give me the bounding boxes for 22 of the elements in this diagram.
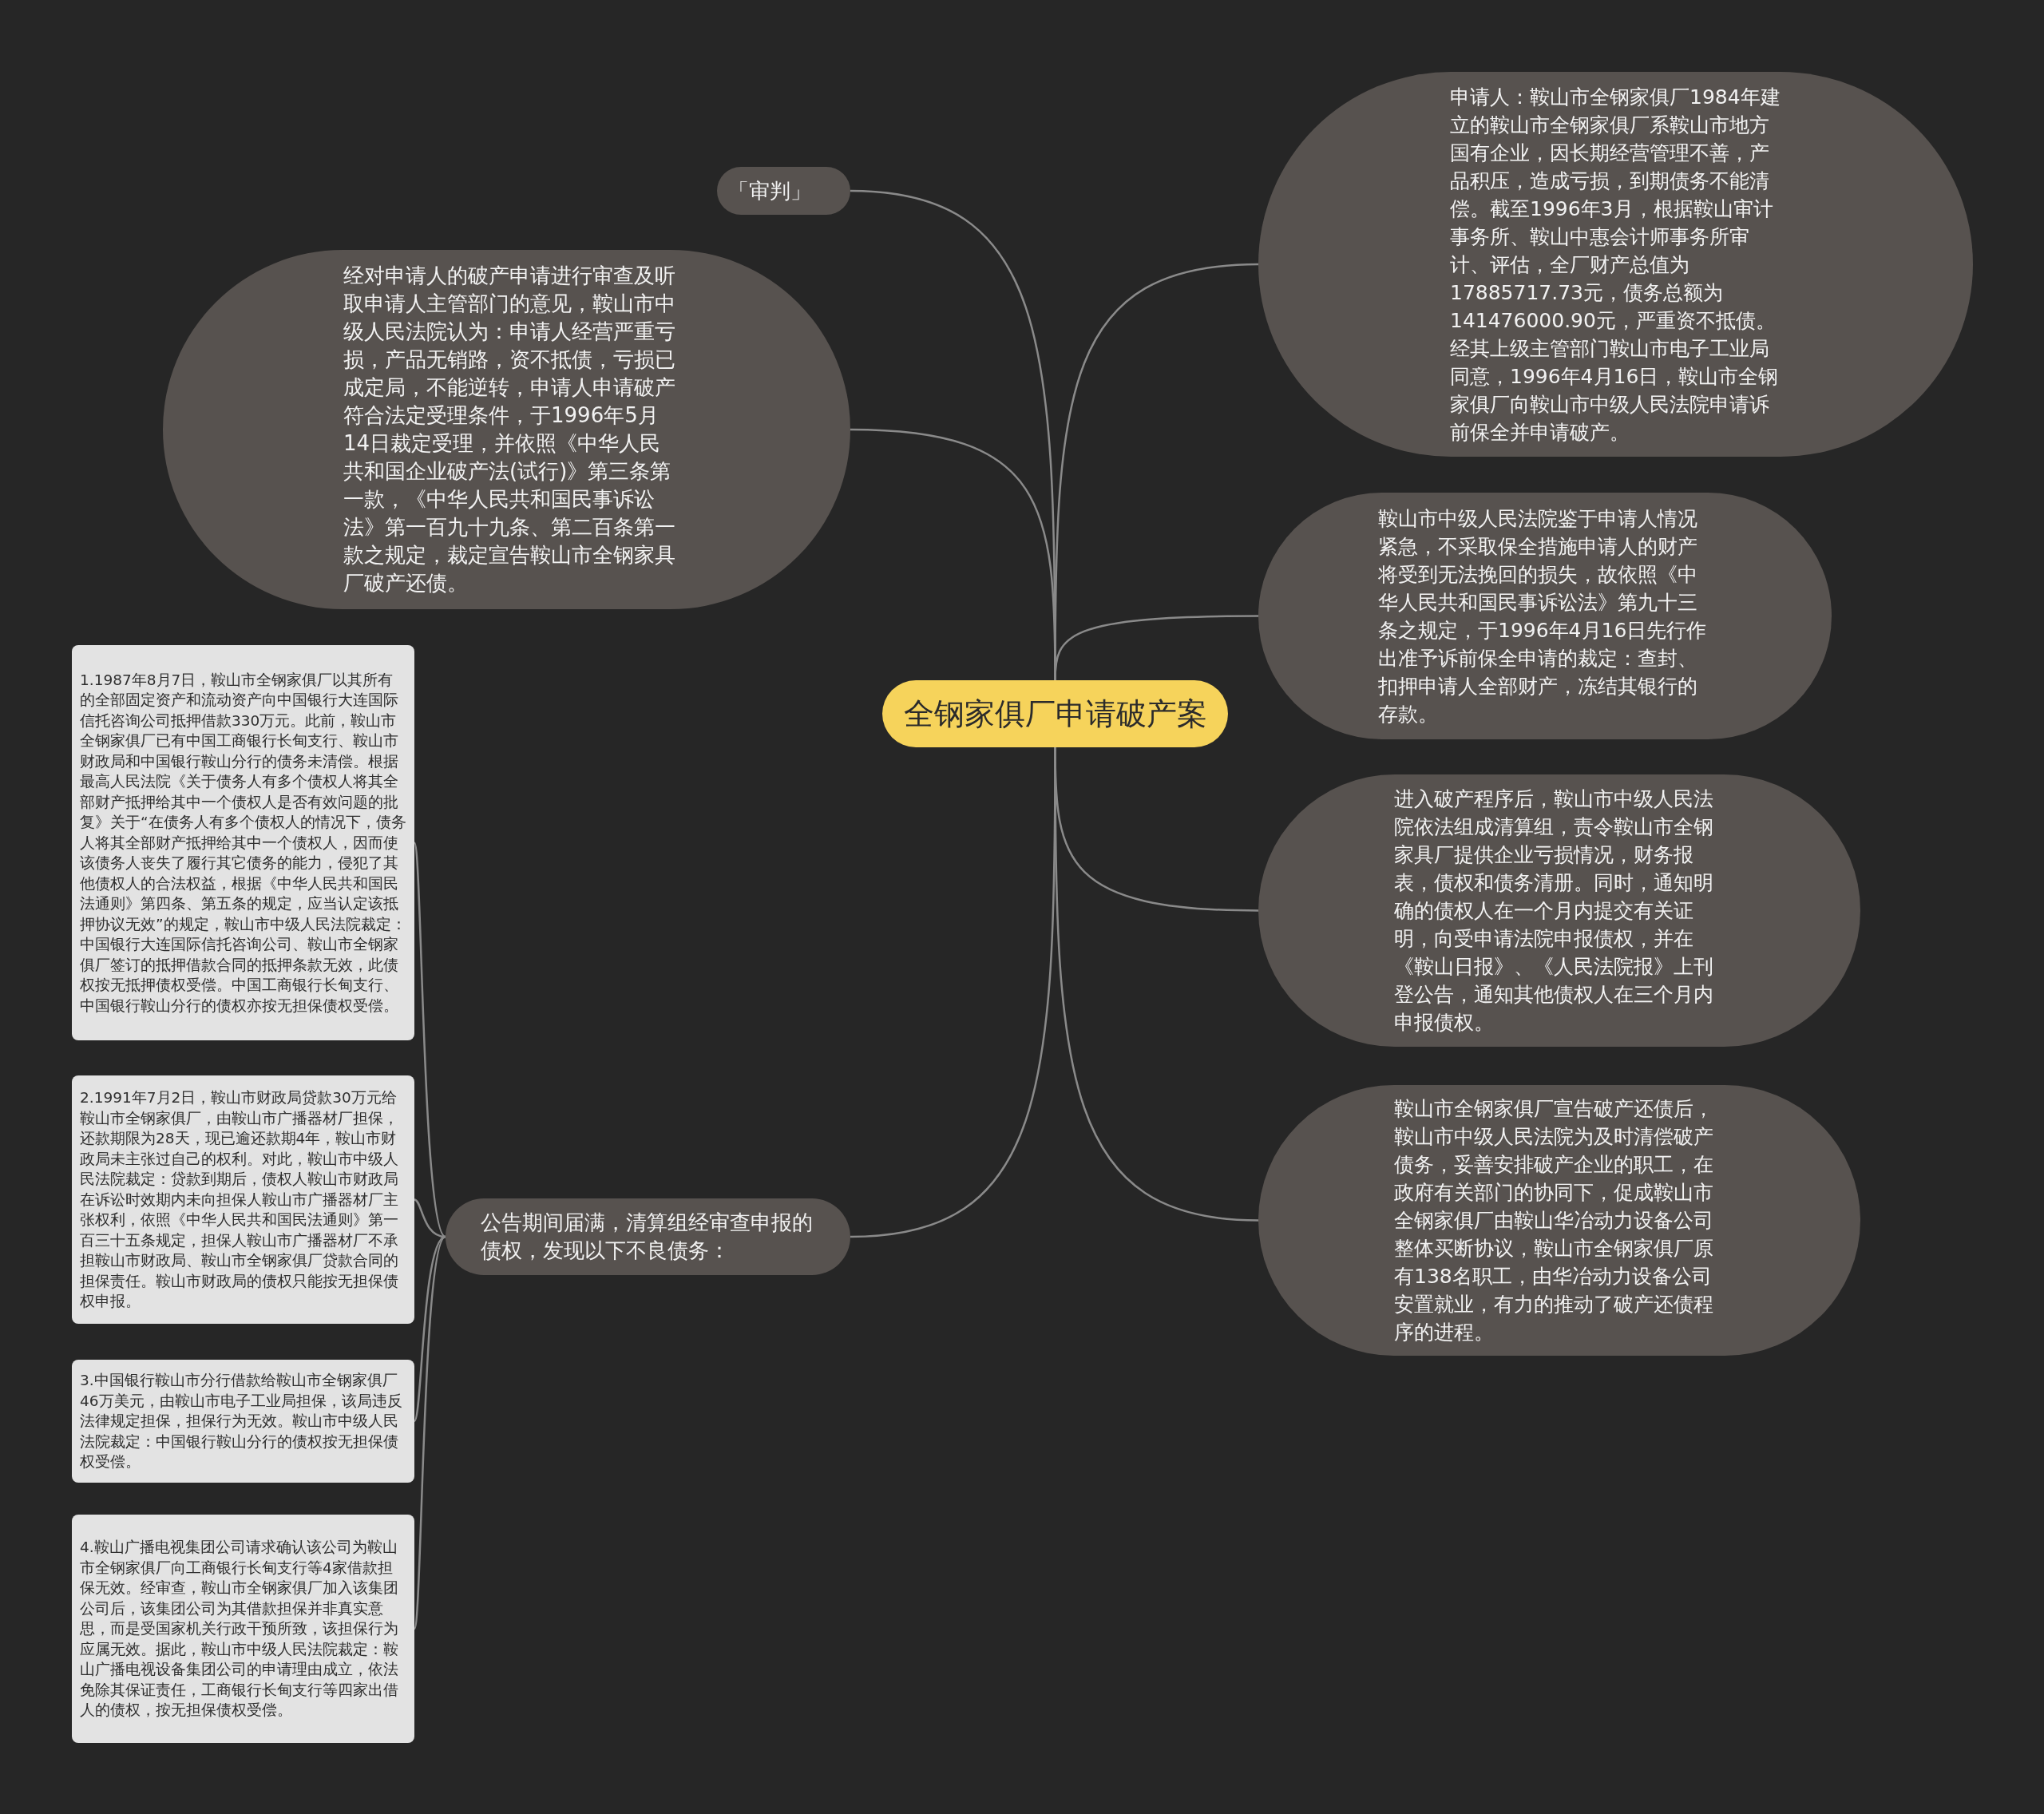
topic-bubble xyxy=(717,167,850,215)
topic-text: 3.中国银行鞍山市分行借款给鞍山市全钢家俱厂46万美元，由鞍山市电子工业局担保，该局违反法律规定担保，担保行为无效。鞍山市中级人民法院裁定：中国银行鞍山分行的债权按无担保债权受偿。 xyxy=(80,1371,403,1472)
topic-text: 1.1987年8月7日，鞍山市全钢家俱厂以其所有的全部固定资产和流动资产向中国银行大连国际信托咨询公司抵押借款330万元。此前，鞍山市全钢家俱厂已有中国工商银行长甸支行、鞍山市财政局和中国银行鞍山分行的债务未清偿。根据最高人民法院《关于债务人有多个债权人将其全部财产抵押给其中一个债权人是否有效问题的批复》关于“在债务人有多个债权人的情况下，债务人将其全部财产抵押给其中一个债权人，因而使该债务人丧失了履行其它债务的能力，侵犯了其他债权人的合法权益，根据《中华人民共和国民法通则》第四条、第五条的规定，应当认定该抵押协议无效”的规定，鞍山市中级人民法院裁定：中国银行大连国际信托咨询公司、鞍山市全钢家俱厂签订的抵押借款合同的抵押条款无效，此债权按无抵押债权受偿。中国工商银行长甸支行、中国银行鞍山分行的债权亦按无担保债权受偿。 xyxy=(80,670,406,1016)
note-card xyxy=(72,1360,414,1483)
note-card xyxy=(72,1075,414,1324)
topic-text: 鞍山市中级人民法院鉴于申请人情况紧急，不采取保全措施申请人的财产将受到无法挽回的损失，故依照《中华人民共和国民事诉讼法》第九十三条之规定，于1996年4月16日先行作出准予诉前保全申请的裁定：查封、扣押申请人全部财产，冻结其银行的存款。 xyxy=(1378,505,1708,727)
connector-line xyxy=(1054,615,1258,681)
connector-line xyxy=(413,842,447,1238)
topic-text: 4.鞍山广播电视集团公司请求确认该公司为鞍山市全钢家俱厂向工商银行长甸支行等4家借款担保无效。经审查，鞍山市全钢家俱厂加入该集团公司后，该集团公司为其借款担保并非真实意思，而是受国家机关行政干预所致，该担保行为应属无效。据此，鞍山市中级人民法院裁定：鞍山广播电视设备集团公司的申请理由成立，依法免除其保证责任，工商银行长甸支行等四家出借人的债权，按无担保债权受偿。 xyxy=(80,1538,399,1721)
note-card xyxy=(72,1515,414,1743)
connector-line xyxy=(414,1198,446,1238)
connector-line xyxy=(413,1235,446,1422)
topic-text: 全钢家俱厂申请破产案 xyxy=(903,695,1207,733)
connector-line xyxy=(413,1236,447,1630)
note-card xyxy=(72,645,414,1040)
topic-text: 申请人：鞍山市全钢家俱厂1984年建立的鞍山市全钢家俱厂系鞍山市地方国有企业，因长期经营管理不善，产品积压，造成亏损，到期债务不能清偿。截至1996年3月，根据鞍山审计事务所、鞍山中惠会计师事务所审计、评估，全厂财产总值为17885717.73元，债务总额为141476000.90元，严重资不抵债。经其上级主管部门鞍山市电子工业局同意，1996年4月16日，鞍山市全钢家俱厂向鞍山市中级人民法院申请诉前保全并申请破产。 xyxy=(1450,84,1781,446)
topic-text: 经对申请人的破产申请进行审查及听取申请人主管部门的意见，鞍山市中级人民法院认为：申请人经营严重亏损，产品无销路，资不抵债，亏损已成定局，不能逆转，申请人申请破产符合法定受理条件，于1996年5月14日裁定受理，并依照《中华人民共和国企业破产法(试行)》第三条第一款，《中华人民共和国民事诉讼法》第一百九十九条、第二百条第一款之规定，裁定宣告鞍山市全钢家具厂破产还债。 xyxy=(343,263,676,596)
topic-text: 2.1991年7月2日，鞍山市财政局贷款30万元给鞍山市全钢家俱厂，由鞍山市广播器材厂担保，还款期限为28天，现已逾还款期4年，鞍山市财政局未主张过自己的权利。对此，鞍山市中级人民法院裁定：贷款到期后，债权人鞍山市财政局在诉讼时效期内未向担保人鞍山市广播器材厂主张权利，依照《中华人民共和国民法通则》第一百三十五条规定，担保人鞍山市广播器材厂不承担鞍山市财政局、鞍山市全钢家俱厂贷款合同的担保责任。鞍山市财政局的债权只能按无担保债权申报。 xyxy=(80,1088,399,1312)
topic-text: 公告期间届满，清算组经审查申报的债权，发现以下不良债务： xyxy=(480,1210,814,1264)
topic-text: 「审判」 xyxy=(727,177,812,204)
topic-text: 鞍山市全钢家俱厂宣告破产还债后，鞍山市中级人民法院为及时清偿破产债务，妥善安排破产企业的职工，在政府有关部门的协同下，促成鞍山市全钢家俱厂由鞍山华冶动力设备公司整体买断协议，鞍山市全钢家俱厂原有138名职工，由华冶动力设备公司安置就业，有力的推动了破产还债程序的进程。 xyxy=(1394,1096,1714,1345)
topic-text: 进入破产程序后，鞍山市中级人民法院依法组成清算组，责令鞍山市全钢家具厂提供企业亏损情况，财务报表，债权和债务清册。同时，通知明确的债权人在一个月内提交有关证明，向受申请法院申报债权，并在《鞍山日报》、《人民法院报》上刊登公告，通知其他债权人在三个月内申报债权。 xyxy=(1394,786,1714,1036)
